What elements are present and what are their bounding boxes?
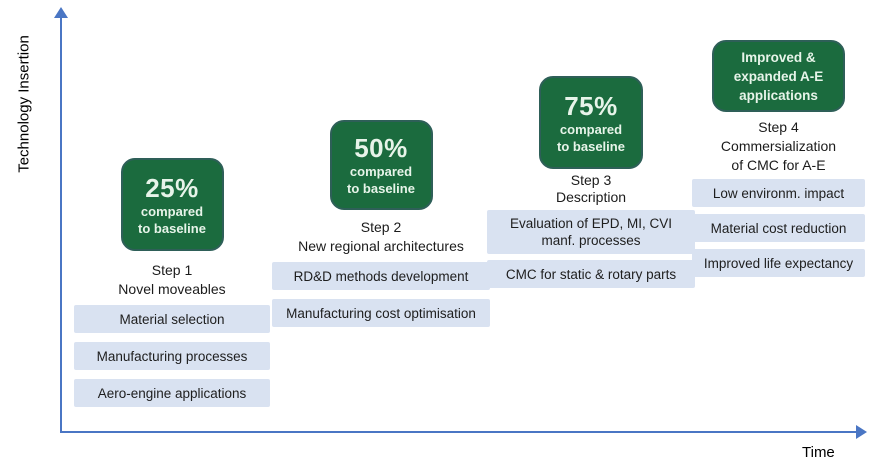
step-4-badge-caption: Improved & — [741, 49, 816, 65]
step-2-item: Manufacturing cost optimisation — [272, 299, 490, 327]
step-3-badge-percent: 75% — [564, 90, 618, 121]
y-axis-line — [60, 16, 62, 432]
step-3-item: Evaluation of EPD, MI, CVI manf. process… — [487, 210, 695, 254]
step-1-badge-percent: 25% — [145, 172, 199, 203]
step-1-item: Manufacturing processes — [74, 342, 270, 370]
step-4-badge-caption: expanded A-E — [733, 68, 824, 84]
y-axis-label: Technology Insertion — [15, 35, 33, 173]
step-2-badge-percent: 50% — [354, 133, 408, 163]
x-axis-arrow-icon — [856, 425, 867, 439]
step-4-badge-caption: applications — [739, 87, 818, 103]
x-axis-label: Time — [802, 444, 835, 461]
step-2-item: RD&D methods development — [272, 262, 490, 290]
step-3-item: CMC for static & rotary parts — [487, 260, 695, 288]
step-2-badge-caption: to baseline — [347, 181, 415, 196]
step-1-title: Step 1 — [151, 262, 193, 278]
step-4-item: Improved life expectancy — [692, 249, 865, 277]
step-4-subtitle-line2: of CMC for A-E — [731, 157, 826, 173]
step-4-item: Material cost reduction — [692, 214, 865, 242]
step-4-item: Low environm. impact — [692, 179, 865, 207]
step-3-subtitle: Description — [555, 189, 627, 205]
step-1-badge: 25% compared to baseline — [120, 158, 224, 251]
y-axis-arrow-icon — [54, 7, 68, 18]
step-4-title: Step 4 — [758, 119, 799, 135]
step-2-badge: 50% compared to baseline — [329, 120, 433, 210]
step-3-badge: 75% compared to baseline — [539, 76, 643, 169]
step-1-badge-caption: compared — [140, 203, 204, 219]
step-1-badge-caption: to baseline — [138, 220, 206, 236]
step-4-subtitle: Commersialization — [720, 138, 837, 154]
step-3-column: 75% compared to baseline Step 3 Descript… — [487, 76, 695, 294]
step-3-badge-caption: compared — [559, 121, 623, 137]
step-3-badge-caption: to baseline — [557, 138, 625, 154]
step-4-column: Improved & expanded A-E applications Ste… — [692, 40, 865, 284]
step-4-badge: Improved & expanded A-E applications — [712, 40, 845, 112]
step-1-item: Material selection — [74, 305, 270, 333]
step-1-item: Aero-engine applications — [74, 379, 270, 407]
x-axis-line — [60, 431, 858, 433]
step-1-subtitle: Novel moveables — [118, 281, 226, 297]
step-3-title: Step 3 — [570, 172, 612, 188]
step-2-subtitle: New regional architectures — [298, 238, 464, 254]
step-2-title: Step 2 — [360, 219, 402, 235]
step-2-column: 50% compared to baseline Step 2 New regi… — [272, 120, 490, 336]
step-2-badge-caption: compared — [349, 164, 413, 179]
step-1-column: 25% compared to baseline Step 1 Novel mo… — [74, 158, 270, 416]
